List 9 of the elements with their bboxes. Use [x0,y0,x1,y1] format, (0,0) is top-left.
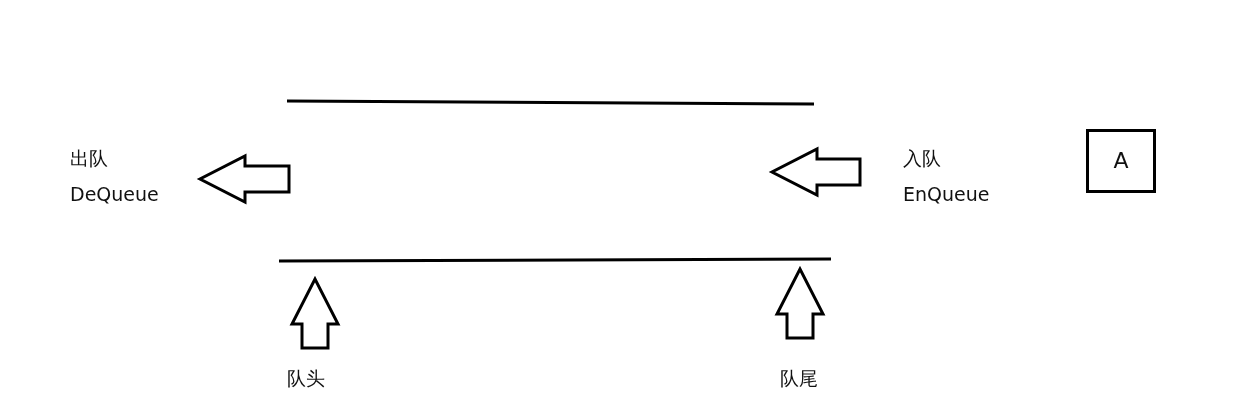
letter-box: A [1086,129,1156,193]
text-label: EnQueue [903,182,990,207]
text-label: DeQueue [70,182,159,207]
text-label: 队尾 [780,366,818,391]
block-arrow [289,275,341,350]
block-arrow [774,265,826,340]
text-label: 队头 [287,366,325,391]
text-label: 出队 [70,146,109,171]
text-label: 入队 [903,146,942,171]
